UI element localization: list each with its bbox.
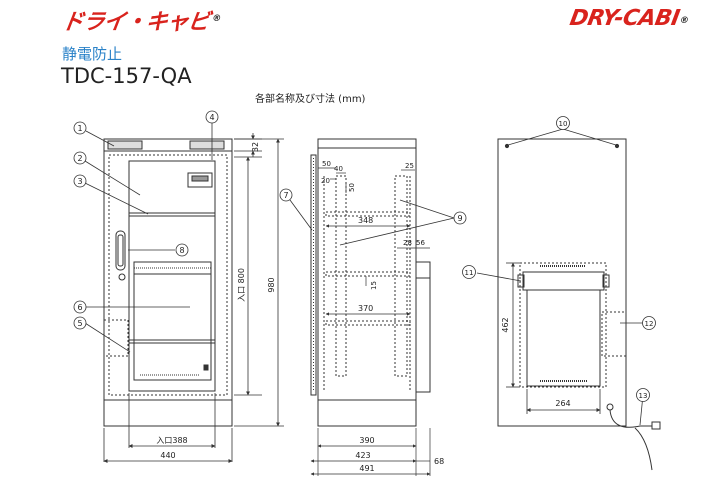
dim-front-width: 440 <box>160 451 175 460</box>
front-lock <box>118 273 126 281</box>
callout-13 <box>636 388 650 402</box>
callout-2 <box>73 151 87 165</box>
callout-12 <box>642 316 656 330</box>
dim-front-top: 32 <box>251 142 260 152</box>
callout-2-label: 2 <box>77 154 82 163</box>
back-dimensions <box>506 262 601 414</box>
callout-13-label: 13 <box>639 392 648 400</box>
dim-shelf-348: 348 <box>358 216 373 225</box>
dim-shelf-15: 15 <box>370 281 378 290</box>
side-dim-labels: 50 40 20 50 25 348 28 56 15 370 390 423 … <box>321 160 444 473</box>
callout-6-label: 6 <box>77 303 82 312</box>
front-handle <box>115 230 126 271</box>
front-display-unit <box>187 172 213 188</box>
side-back-unit-top <box>415 261 431 279</box>
front-view <box>103 138 233 427</box>
callout-5 <box>73 316 87 330</box>
callout-1 <box>73 121 87 135</box>
callout-3 <box>73 174 87 188</box>
back-bracket <box>522 271 605 291</box>
dim-shelf-370: 370 <box>358 304 373 313</box>
callout-6 <box>73 300 87 314</box>
back-bracket-left <box>517 274 525 288</box>
back-power-cord <box>609 409 652 428</box>
back-cord-tail <box>634 427 653 471</box>
front-top-fitting-left <box>107 140 143 150</box>
callout-8-label: 8 <box>179 246 184 255</box>
dim-side-50a: 50 <box>322 160 331 168</box>
front-handle-inner <box>117 234 124 267</box>
front-inner-dashed <box>108 154 228 396</box>
front-callout-labels: 1 2 3 4 8 6 5 <box>77 113 214 328</box>
side-callouts <box>279 188 467 246</box>
front-indicator <box>203 364 209 371</box>
callout-12-label: 12 <box>645 320 654 328</box>
back-callout-labels: 10 11 12 13 <box>465 120 654 400</box>
callout-1-label: 1 <box>77 124 82 133</box>
callout-10-label: 10 <box>559 120 568 128</box>
callout-10 <box>556 116 570 130</box>
back-plug <box>651 421 661 430</box>
back-cable-port <box>606 403 614 411</box>
front-side-panel <box>103 319 129 357</box>
front-top-fitting-right <box>189 140 225 150</box>
drawing-caption: 各部名称及び寸法 (mm) <box>255 94 366 105</box>
dim-side-40: 40 <box>334 165 343 173</box>
product-model: TDC-157-QA <box>61 64 192 88</box>
back-screw-right <box>614 143 620 149</box>
front-cabinet-outline <box>103 138 233 427</box>
dim-side-25: 25 <box>405 162 414 170</box>
side-cabinet-outline <box>317 138 417 427</box>
front-callouts <box>73 110 219 353</box>
dim-side-20: 20 <box>321 177 330 185</box>
product-subtitle: 静電防止 <box>62 45 123 63</box>
side-rear-rail <box>394 175 408 377</box>
dim-back-462: 462 <box>501 317 510 332</box>
back-screw-left <box>504 143 510 149</box>
callout-3-label: 3 <box>77 177 82 186</box>
callout-4 <box>205 110 219 124</box>
dim-side-423: 423 <box>355 451 370 460</box>
callout-11 <box>462 265 476 279</box>
side-back-unit <box>415 261 431 393</box>
callout-7 <box>279 188 293 202</box>
front-window <box>128 160 216 392</box>
dim-side-491: 491 <box>359 464 374 473</box>
dim-side-390: 390 <box>359 436 374 445</box>
back-dehumidifier <box>526 289 601 387</box>
back-unit-outline-dashed <box>519 262 607 388</box>
callout-7-label: 7 <box>283 191 288 200</box>
back-cabinet-outline <box>497 138 627 427</box>
callout-8 <box>175 243 189 257</box>
dim-total-height: 980 <box>267 277 276 292</box>
side-shelves <box>323 175 411 392</box>
back-side-panel <box>601 311 627 357</box>
callout-5-label: 5 <box>77 319 82 328</box>
dim-back-264: 264 <box>555 399 570 408</box>
callout-4-label: 4 <box>209 113 214 122</box>
front-display-screen <box>191 175 209 182</box>
side-door <box>310 154 317 396</box>
side-view <box>310 138 431 427</box>
dim-side-50b: 50 <box>348 183 356 192</box>
callout-9 <box>453 211 467 225</box>
back-bracket-right <box>602 274 610 288</box>
back-view <box>497 138 661 471</box>
front-dehumidifier-body <box>133 273 212 381</box>
callout-11-label: 11 <box>465 269 474 277</box>
front-dimensions <box>103 133 284 463</box>
callout-9-label: 9 <box>457 214 462 223</box>
side-dimensions <box>310 167 431 476</box>
dim-inner-width: 入口388 <box>156 436 187 445</box>
dim-side-56: 56 <box>416 239 425 247</box>
dim-side-68: 68 <box>434 457 444 466</box>
dim-side-28: 28 <box>403 239 412 247</box>
dim-inner-height: 入口 800 <box>237 268 246 302</box>
back-callouts <box>462 116 656 426</box>
